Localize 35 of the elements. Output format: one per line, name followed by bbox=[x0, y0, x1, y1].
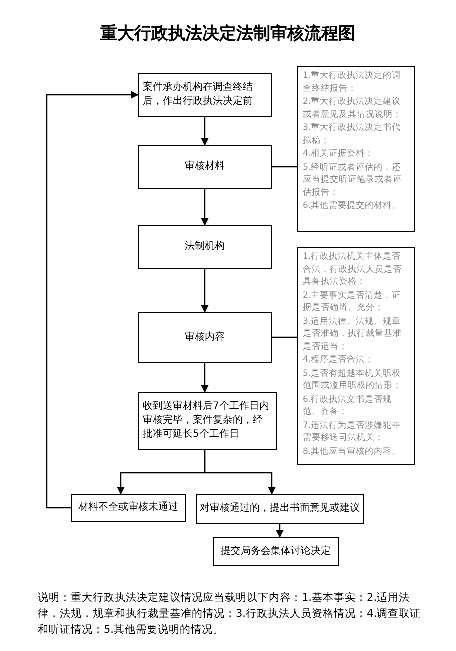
arrow bbox=[276, 524, 284, 538]
checklist-box bbox=[297, 247, 415, 465]
list-item: 2.重大行政执法决定建议或者意见及其情况说明； bbox=[303, 96, 403, 121]
process-box: 收到送审材料后7个工作日内审核完毕，案件复杂的，经批准可延长5个工作日 bbox=[138, 392, 277, 450]
list-item: 7.违法行为是否涉嫌犯罪需要移送司法机关； bbox=[303, 420, 402, 444]
process-box: 审核材料 bbox=[138, 145, 272, 189]
checklist-box bbox=[297, 66, 415, 232]
arrow bbox=[46, 91, 139, 509]
list-item: 1.重大行政执法决定的调查终结报告； bbox=[303, 70, 402, 95]
list-item: 6.其他需要提交的材料。 bbox=[303, 200, 402, 212]
connector-line bbox=[272, 166, 297, 168]
list-item: 4.程序是否合法； bbox=[303, 354, 376, 366]
arrow bbox=[201, 189, 209, 226]
list-item: 8.其他应当审核的内容。 bbox=[303, 446, 402, 458]
list-item: 4.相关证据资料； bbox=[303, 148, 376, 160]
arrow bbox=[201, 363, 209, 393]
process-box: 法制机构 bbox=[138, 225, 272, 269]
list-item: 1.行政执法机关主体是否合法，行政执法人员是否具备执法资格； bbox=[303, 251, 403, 288]
process-box: 审核内容 bbox=[138, 312, 272, 363]
process-box: 材料不全或审核未通过 bbox=[71, 494, 186, 522]
list-item: 5.是否有超越本机关职权范围或滥用职权的情形； bbox=[303, 368, 403, 392]
arrow bbox=[201, 117, 209, 146]
list-item: 3.适用法律、法规、规章是否准确，执行裁量基准是否适当； bbox=[303, 316, 403, 353]
list-item: 2.主要事实是否清楚，证据是否确凿、充分； bbox=[303, 290, 402, 314]
list-item: 5.经听证或者评估的，还应当提交听证笔录或者评估报告； bbox=[303, 162, 403, 199]
process-box: 案件承办机构在调查终结后，作出行政执法决定前 bbox=[138, 73, 272, 117]
process-box: 提交局务会集体讨论决定 bbox=[213, 537, 339, 566]
list-item: 6.行政执法文书是否规范、齐备； bbox=[303, 394, 394, 418]
caption: 说明：重大行政执法决定建议情况应当载明以下内容：1.基本事实；2.适用法律，法规，规章和执行裁量基准的情况；3.行政执法人员资格情况；4.调查取证和听证情况；5.其他需要说明的情况。 bbox=[38, 591, 422, 638]
process-box: 对审核通过的，提出书面意见或建议 bbox=[196, 494, 364, 524]
title: 重大行政执法决定法制审核流程图 bbox=[100, 23, 356, 45]
arrow bbox=[204, 450, 276, 495]
connector-line bbox=[272, 336, 297, 338]
list-item: 3.重大行政执法决定书代拟稿； bbox=[303, 122, 402, 147]
arrow bbox=[201, 269, 209, 313]
